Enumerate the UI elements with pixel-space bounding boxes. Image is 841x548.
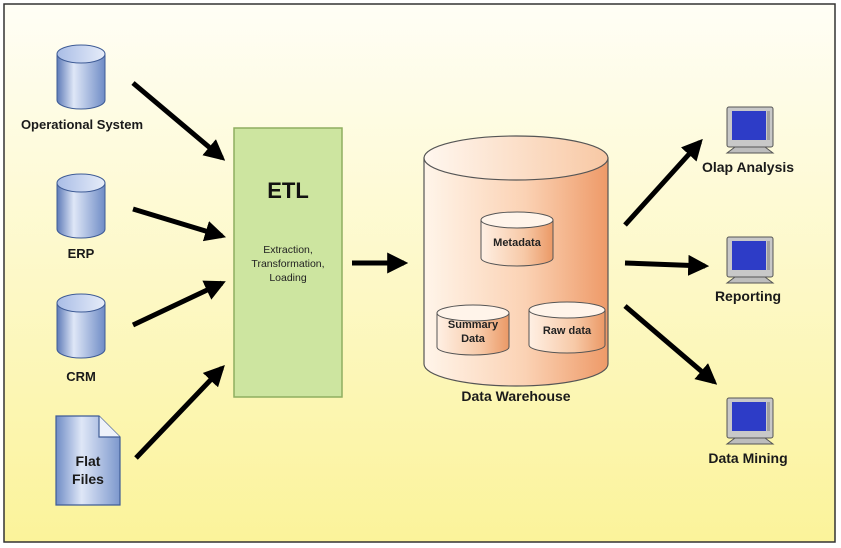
flat-files-label-line-2: Files <box>72 471 104 487</box>
operational-system-label: Operational System <box>20 117 144 132</box>
operational-system-database-icon <box>56 44 106 110</box>
data-mining-computer-icon <box>725 397 775 445</box>
arrow-warehouse-to-olap <box>623 138 703 227</box>
olap-computer-icon <box>725 106 775 154</box>
reporting-computer-icon <box>725 236 775 284</box>
data-mining-label: Data Mining <box>708 450 788 466</box>
etl-title: ETL <box>267 178 309 203</box>
flat-files-label: Flat Files <box>56 452 120 488</box>
erp-label: ERP <box>67 246 95 261</box>
arrow-warehouse-to-mining <box>623 304 718 385</box>
summary-data-label-line-2: Data <box>461 333 485 345</box>
summary-data-cylinder-icon <box>436 304 510 356</box>
arrow-warehouse-to-reporting <box>624 254 710 276</box>
data-warehouse-label: Data Warehouse <box>461 388 571 404</box>
erp-database-icon <box>56 173 106 239</box>
arrow-erp-to-etl <box>132 206 227 242</box>
summary-data-label: Summary Data <box>437 318 509 346</box>
etl-box <box>233 127 343 398</box>
etl-description: Extraction, Transformation, Loading <box>234 243 342 285</box>
arrow-crm-to-etl <box>131 280 226 328</box>
etl-description-line-2: Transformation, <box>251 258 325 270</box>
raw-data-cylinder-icon <box>528 301 606 354</box>
raw-data-label: Raw data <box>542 325 592 337</box>
reporting-label: Reporting <box>714 288 782 304</box>
etl-description-line-1: Extraction, <box>263 244 313 256</box>
metadata-label: Metadata <box>493 237 541 249</box>
olap-analysis-label: Olap Analysis <box>701 159 795 175</box>
flat-files-document-icon <box>55 415 121 506</box>
crm-database-icon <box>56 293 106 359</box>
metadata-cylinder-icon <box>480 211 554 267</box>
arrow-flatfiles-to-etl <box>134 364 225 460</box>
flat-files-label-line-1: Flat <box>75 453 101 469</box>
etl-description-line-3: Loading <box>269 272 307 284</box>
crm-label: CRM <box>66 369 96 384</box>
arrow-operational-to-etl <box>131 81 226 161</box>
summary-data-label-line-1: Summary <box>447 319 499 331</box>
